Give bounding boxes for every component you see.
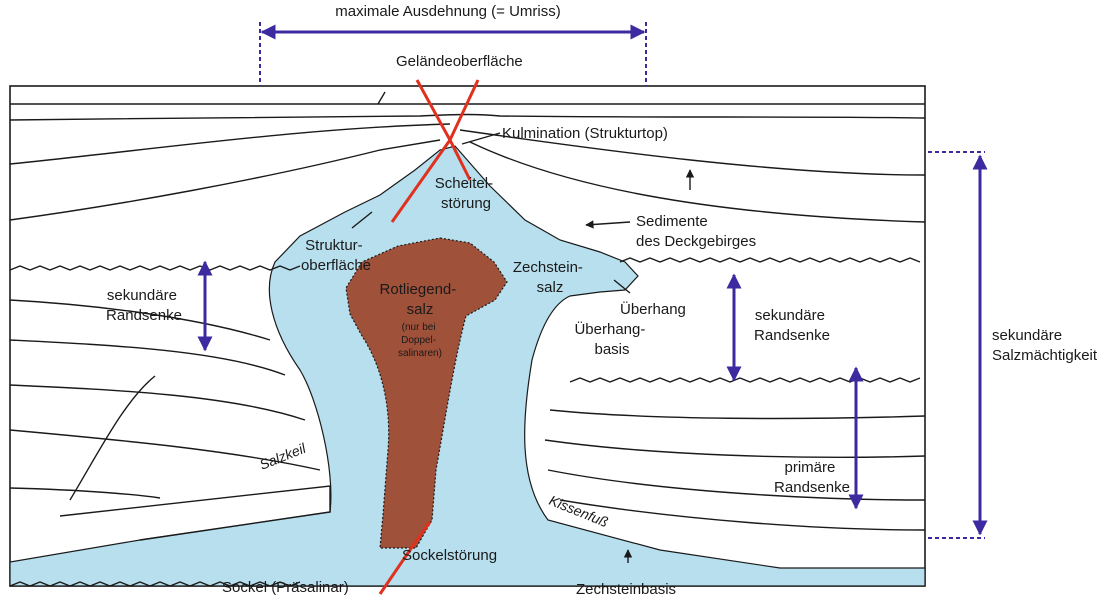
label-secondary-thickness: sekundäre Salzmächtigkeit <box>992 327 1098 364</box>
label-max-extent: maximale Ausdehnung (= Umriss) <box>335 3 561 20</box>
label-culmination: Kulmination (Strukturtop) <box>502 125 668 142</box>
label-zechstein-base: Zechsteinbasis <box>576 581 676 596</box>
label-rotliegend-note: (nur bei Doppel- salinaren) <box>398 322 442 359</box>
label-basement: Sockel (Präsalinar) <box>222 579 349 596</box>
label-basement-fault: Sockelstörung <box>402 547 497 564</box>
label-surface: Geländeoberfläche <box>396 53 523 70</box>
label-overhang: Überhang <box>620 300 686 318</box>
